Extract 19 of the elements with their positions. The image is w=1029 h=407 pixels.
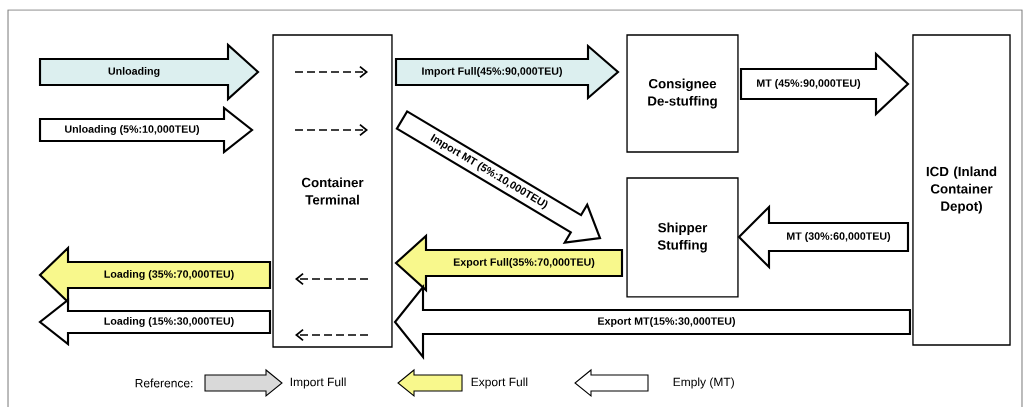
edge-label: Loading (35%:70,000TEU): [103, 269, 235, 281]
legend-label: Emply (MT): [673, 377, 734, 389]
process-box: Shipper Stuffing: [626, 177, 739, 298]
block-arrow: [38, 42, 260, 102]
block-arrow: [393, 283, 912, 361]
edge-label: Unloading: [107, 66, 161, 78]
depot-box: ICD (Inland Container Depot): [912, 34, 1011, 346]
legend-label: Import Full: [290, 377, 346, 389]
legend-label: Export Full: [471, 377, 528, 389]
edge-label: Export MT(15%:30,000TEU): [596, 316, 737, 328]
edge-label: Export Full(35%:70,000TEU): [452, 257, 596, 269]
reference-label: Reference:: [135, 378, 193, 388]
edge-label: Unloading (5%:10,000TEU): [63, 124, 201, 136]
edge-label: MT (45%:90,000TEU): [755, 78, 862, 90]
process-box: Consignee De-stuffing: [626, 34, 739, 153]
edge-label: Loading (15%:30,000TEU): [103, 316, 235, 328]
edge-label: MT (30%:60,000TEU): [785, 231, 892, 243]
edge-label: Import Full(45%:90,000TEU): [420, 66, 564, 78]
terminal-box: Container Terminal: [272, 34, 393, 348]
